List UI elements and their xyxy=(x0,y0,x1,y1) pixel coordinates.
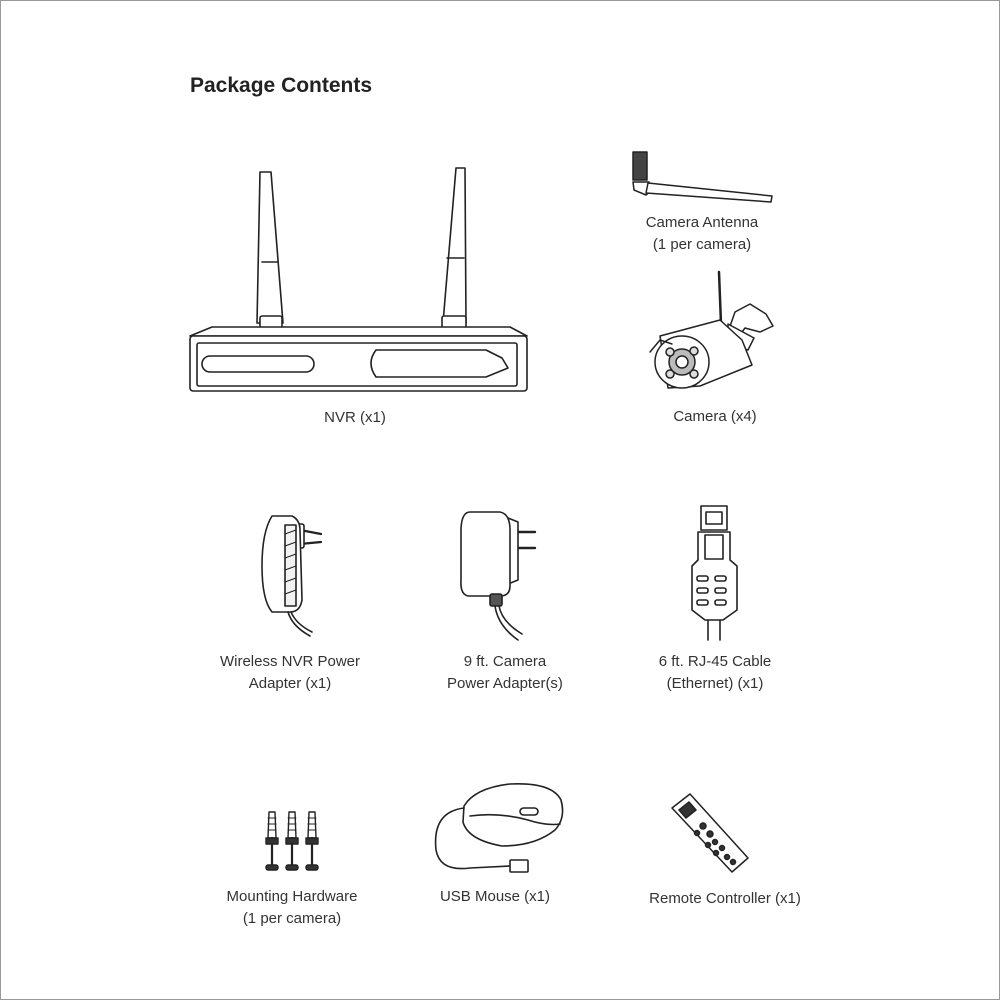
mounting-hardware-label-line1: Mounting Hardware xyxy=(226,888,358,905)
nvr-power-adapter-label-line2: Adapter (x1) xyxy=(248,675,332,692)
mounting-hardware-label: Mounting Hardware (1 per camera) xyxy=(197,886,387,930)
camera-power-adapter-illustration xyxy=(460,511,537,641)
rj45-cable-label-line1: 6 ft. RJ-45 Cable xyxy=(658,653,772,670)
remote-controller-label-text: Remote Controller (x1) xyxy=(649,890,801,907)
camera-antenna-label: Camera Antenna (1 per camera) xyxy=(612,212,792,256)
nvr-power-adapter-illustration xyxy=(261,515,323,637)
nvr-power-adapter-label: Wireless NVR Power Adapter (x1) xyxy=(195,651,385,695)
nvr-label: NVR (x1) xyxy=(290,407,420,429)
camera-antenna-label-line1: Camera Antenna xyxy=(645,214,759,231)
nvr-power-adapter-label-line1: Wireless NVR Power xyxy=(219,653,361,670)
remote-controller-illustration xyxy=(671,793,749,873)
camera-power-adapter-label: 9 ft. Camera Power Adapter(s) xyxy=(410,651,600,695)
nvr-label-text: NVR (x1) xyxy=(324,409,386,426)
page-title: Package Contents xyxy=(190,74,373,97)
camera-antenna-illustration xyxy=(632,151,773,203)
mounting-hardware-label-line2: (1 per camera) xyxy=(242,910,342,927)
remote-controller-label: Remote Controller (x1) xyxy=(620,888,830,910)
usb-mouse-illustration xyxy=(434,783,564,873)
nvr-illustration xyxy=(189,167,528,392)
rj45-cable-illustration xyxy=(691,505,738,641)
camera-illustration xyxy=(649,270,774,389)
camera-antenna-label-line2: (1 per camera) xyxy=(652,236,752,253)
rj45-cable-label: 6 ft. RJ-45 Cable (Ethernet) (x1) xyxy=(620,651,810,695)
camera-label-text: Camera (x4) xyxy=(673,408,757,425)
mounting-hardware-illustration xyxy=(265,811,319,871)
usb-mouse-label: USB Mouse (x1) xyxy=(405,886,585,908)
usb-mouse-label-text: USB Mouse (x1) xyxy=(439,888,551,905)
camera-label: Camera (x4) xyxy=(640,406,790,428)
camera-power-adapter-label-line2: Power Adapter(s) xyxy=(447,675,563,692)
rj45-cable-label-line2: (Ethernet) (x1) xyxy=(666,675,764,692)
camera-power-adapter-label-line1: 9 ft. Camera xyxy=(463,653,547,670)
